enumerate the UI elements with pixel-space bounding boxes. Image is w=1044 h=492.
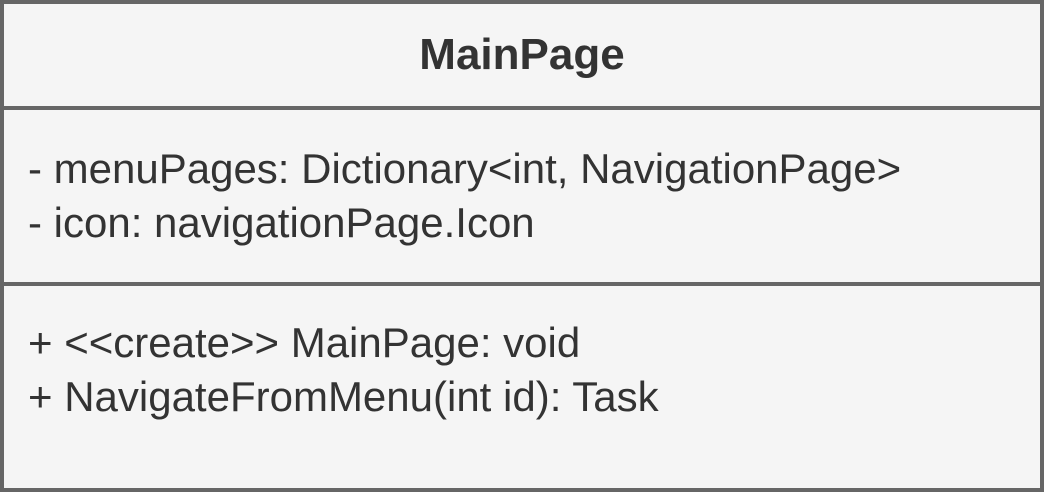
- operation-create: + <<create>> MainPage: void: [28, 319, 581, 366]
- header-divider: [4, 106, 1040, 110]
- class-name: MainPage: [419, 30, 625, 79]
- attribute-icon: - icon: navigationPage.Icon: [28, 199, 535, 246]
- attributes-compartment: - menuPages: Dictionary<int, NavigationP…: [28, 142, 1032, 250]
- operation-navigate-from-menu: + NavigateFromMenu(int id): Task: [28, 373, 659, 420]
- attributes-divider: [4, 282, 1040, 286]
- operations-compartment: + <<create>> MainPage: void + NavigateFr…: [28, 316, 1032, 424]
- attribute-menu-pages: - menuPages: Dictionary<int, NavigationP…: [28, 145, 902, 192]
